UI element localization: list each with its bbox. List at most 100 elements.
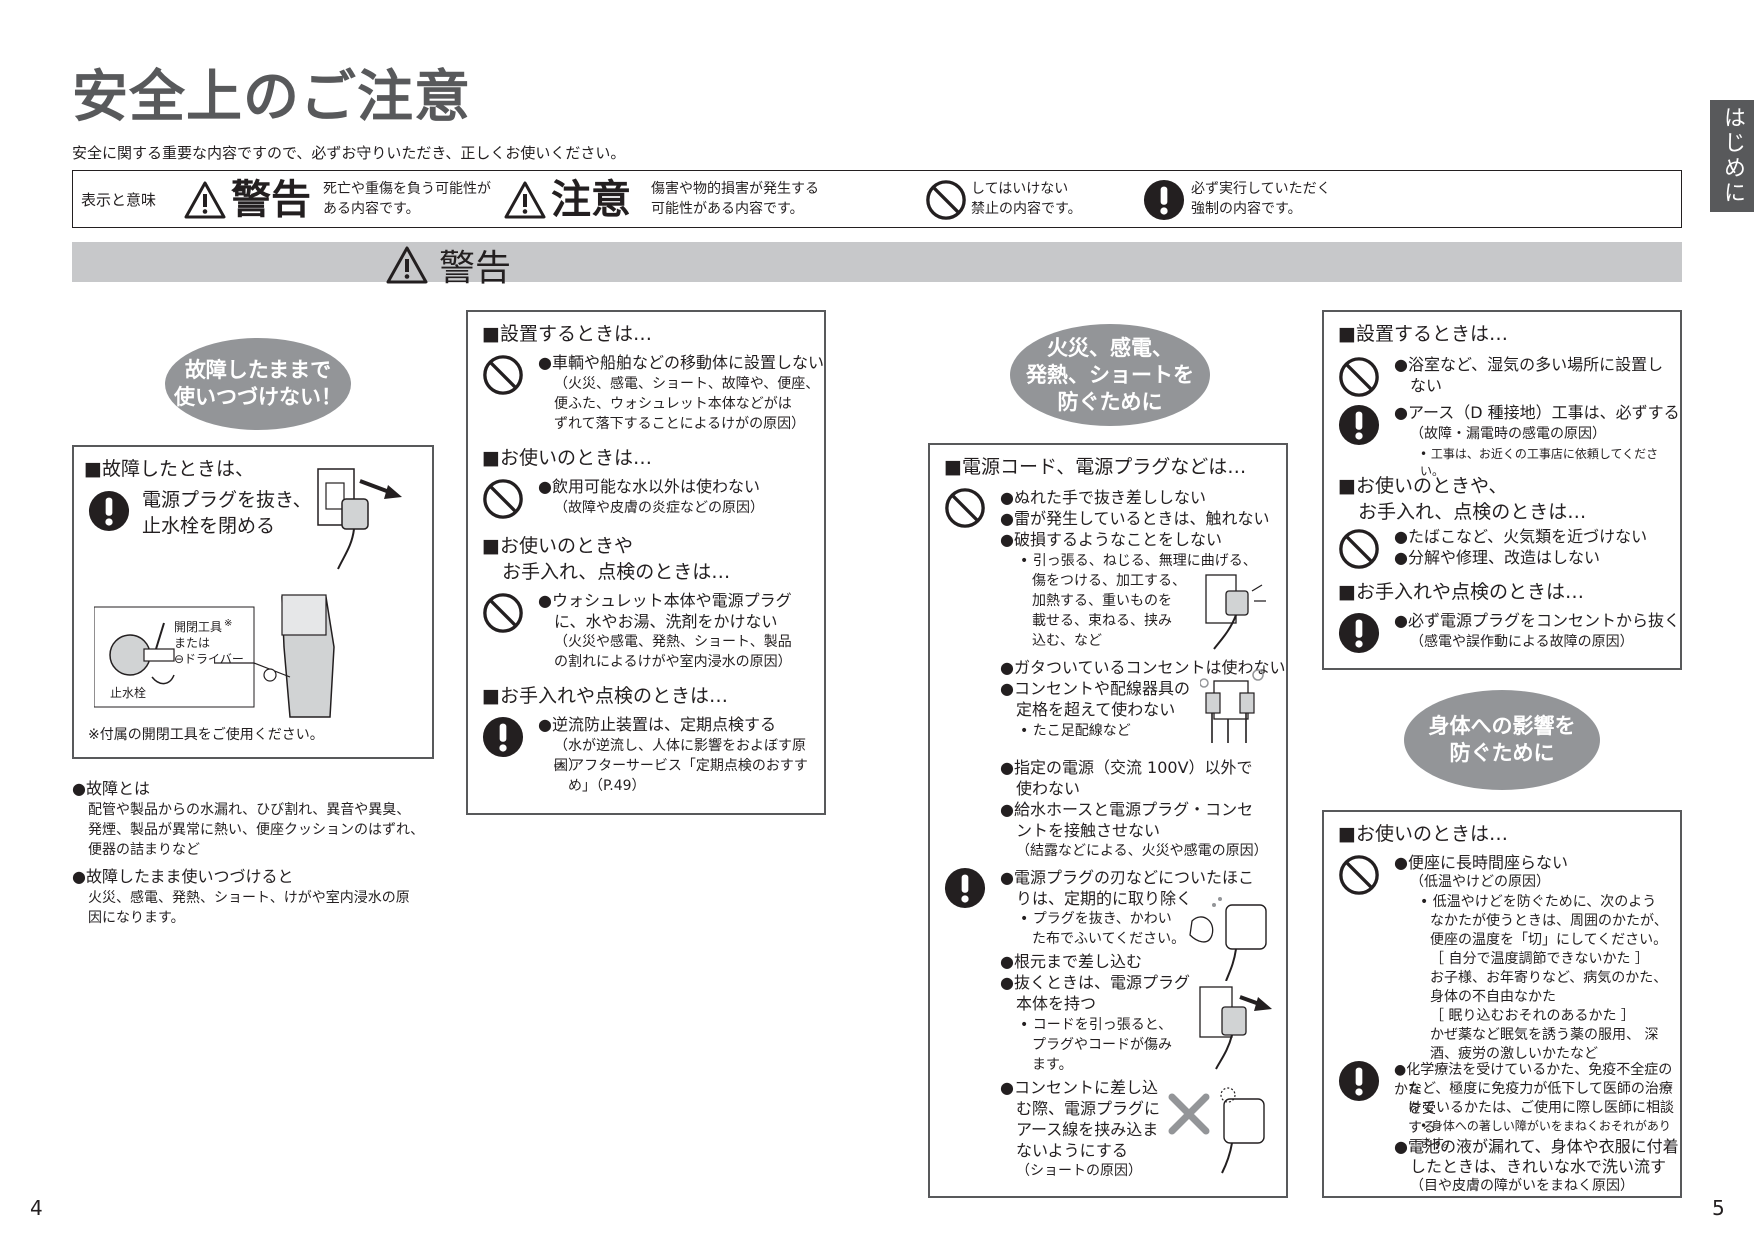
power-d-1: ●電源プラグの刃などについたほこ <box>1000 868 1254 887</box>
failure-box: ■故障したときは、 電源プラグを抜き、 止水栓を閉める 開閉工具 ※ または ⊖… <box>72 445 434 759</box>
section-tab[interactable]: はじめに <box>1710 100 1754 212</box>
power-f-4: ないようにする <box>1016 1141 1128 1160</box>
power-a-note-1: • 引っ張る、ねじる、無理に曲げる、 <box>1020 553 1257 569</box>
power-e-note-2: プラグやコードが傷み <box>1032 1037 1172 1053</box>
power-c-4: ントを接触させない <box>1016 821 1161 840</box>
power-a-3: ●破損するようなことをしない <box>1000 530 1222 549</box>
ground-wire-cross-illustration <box>1168 1087 1265 1174</box>
power-b-3: 定格を超えて使わない <box>1016 700 1176 719</box>
page-number-left: 4 <box>30 1196 43 1220</box>
power-f-note: （ショートの原因） <box>1016 1163 1142 1179</box>
prohibit-icon <box>482 478 524 520</box>
power-f-1: ●コンセントに差し込 <box>1000 1078 1158 1097</box>
topic-oval-failure: 故障したままで使いつづけない！ <box>165 338 351 430</box>
col4-install-item-2: ない <box>1410 376 1443 395</box>
mandatory-icon <box>482 716 524 758</box>
topic-oval-body: 身体への影響を防ぐために <box>1404 690 1600 790</box>
legend-mandatory-desc-2: 強制の内容です。 <box>1191 201 1302 217</box>
power-d-2: りは、定期的に取り除く <box>1016 889 1193 908</box>
col4-seat-note-9: かぜ薬など眠気を誘う薬の服用、 深 <box>1430 1027 1659 1043</box>
col4-install-heading: ■設置するときは… <box>1338 323 1508 345</box>
install-item: ●車輌や船舶などの移動体に設置しない <box>538 353 824 372</box>
prohibit-icon <box>1338 356 1380 398</box>
legend-caution-word: 注意 <box>551 177 631 223</box>
col4-battery-item-1: ●電池の液が漏れて、身体や衣服に付着 <box>1394 1137 1679 1156</box>
legend-warning-desc-2: ある内容です。 <box>323 201 420 217</box>
power-b-2: ●コンセントや配線器具の <box>1000 679 1190 698</box>
legend-warning-desc-1: 死亡や重傷を負う可能性が <box>323 181 491 197</box>
power-cord-box: ■電源コード、電源プラグなどは… ●ぬれた手で抜き差ししない ●雷が発生している… <box>928 443 1288 1198</box>
power-d-note-2: た布でふいてください。 <box>1032 931 1186 947</box>
power-c-note: （結露などによる、火災や感電の原因） <box>1016 843 1268 859</box>
use-care-item-2: に、水やお湯、洗剤をかけない <box>554 612 778 631</box>
use-care-heading-1: ■お使いのときや <box>482 535 633 557</box>
maintenance-note-3: め」（P.49） <box>568 778 646 794</box>
failure-heading: ■故障したときは、 <box>84 458 254 480</box>
legend-caution-desc-2: 可能性がある内容です。 <box>651 201 804 217</box>
use-note: （故障や皮膚の炎症などの原因） <box>554 500 764 516</box>
failure-def-title: ●故障とは <box>72 779 150 798</box>
col4-seat-note-8: ［ 眠り込むおそれのあるかた ］ <box>1430 1008 1635 1024</box>
failure-consequence-title: ●故障したまま使いつづけると <box>72 867 294 886</box>
mandatory-icon <box>1338 1060 1380 1102</box>
maintenance-note-2: ⇨ アフターサービス「定期点検のおすす <box>554 758 808 774</box>
install-note-3: ずれて落下することによるけがの原因） <box>554 416 806 432</box>
col4-medical-sub: • 身体への著しい障がいをまねくおそれがあります。 <box>1420 1119 1671 1150</box>
install-care-box: ■設置するときは… ●浴室など、湿気の多い場所に設置し ない ●アース（D 種接… <box>1322 310 1682 670</box>
legend-mandatory-desc-1: 必ず実行していただく <box>1191 181 1331 197</box>
use-care-note-1: （火災や感電、発熱、ショート、製品 <box>554 634 792 650</box>
prohibit-icon <box>1338 854 1380 896</box>
install-heading: ■設置するときは… <box>482 323 652 345</box>
power-c-2: 使わない <box>1016 779 1081 798</box>
power-c-3: ●給水ホースと電源プラグ・コンセ <box>1000 800 1254 819</box>
fig-label-tool: 開閉工具 <box>174 620 223 634</box>
col4-ground-item: ●アース（D 種接地）工事は、必ずする <box>1394 403 1680 422</box>
col4-maintenance-heading: ■お手入れや点検のときは… <box>1338 581 1584 603</box>
caution-triangle-icon <box>503 180 547 220</box>
col4-care-item-2: ●分解や修理、改造はしない <box>1394 548 1600 567</box>
maintenance-note-1: （水が逆流し、人体に影響をおよぼす原因） <box>554 738 806 774</box>
prohibit-icon <box>1338 528 1380 570</box>
warning-band <box>72 242 1682 282</box>
col4-ground-note: （故障・漏電時の感電の原因） <box>1410 426 1606 442</box>
col4-seat-item: ●便座に長時間座らない <box>1394 853 1568 872</box>
col4-seat-note-4: 便座の温度を「切」にしてください。 <box>1430 932 1668 948</box>
cleaning-plug-illustration <box>1189 897 1267 981</box>
fig-label-valve: 止水栓 <box>110 686 147 700</box>
power-a-1: ●ぬれた手で抜き差ししない <box>1000 488 1206 507</box>
failure-note: ※付属の開閉工具をご使用ください。 <box>88 727 324 743</box>
power-e-note-3: ます。 <box>1032 1057 1073 1073</box>
failure-def-line-2: 発煙、製品が異常に熱い、便座クッションのはずれ、 <box>88 822 425 838</box>
warning-band-title: 警告 <box>385 239 511 291</box>
plug-outlet-illustration <box>317 468 402 570</box>
maintenance-heading: ■お手入れや点検のときは… <box>482 685 728 707</box>
mandatory-icon <box>944 867 986 909</box>
power-f-3: アース線を挟み込ま <box>1016 1120 1159 1139</box>
col4-seat-note-3: なかたが使うときは、周囲のかたが、 <box>1430 913 1668 929</box>
col4-maintenance-note: （感電や誤作動による故障の原因） <box>1410 634 1634 650</box>
power-d-note-1: • プラグを抜き、かわい <box>1020 911 1172 927</box>
mandatory-icon <box>1338 404 1380 446</box>
topic-oval-fire: 火災、感電、発熱、ショートを防ぐために <box>1010 324 1210 426</box>
page-title: 安全上のご注意 <box>72 65 471 130</box>
use-care-item-1: ●ウォシュレット本体や電源プラグ <box>538 591 792 610</box>
mandatory-icon <box>1338 612 1380 654</box>
fig-label-asterisk: ※ <box>224 618 233 629</box>
col4-seat-note-5: ［ 自分で温度調節できないかた ］ <box>1430 951 1649 967</box>
mandatory-icon <box>1143 179 1185 221</box>
warning-triangle-icon <box>183 180 227 220</box>
power-a-note-4: 載せる、束ねる、挟み <box>1032 613 1172 629</box>
power-c-1: ●指定の電源（交流 100V）以外で <box>1000 758 1253 777</box>
prohibit-icon <box>482 592 524 634</box>
power-a-note-3: 加熱する、重いものを <box>1032 593 1172 609</box>
legend-warning-word: 警告 <box>231 177 311 223</box>
failure-consequence-line-1: 火災、感電、発熱、ショート、けがや室内浸水の原 <box>88 890 410 906</box>
col4-body-heading: ■お使いのときは… <box>1338 823 1508 845</box>
col4-seat-note-1: （低温やけどの原因） <box>1410 874 1550 890</box>
use-care-heading-2: お手入れ、点検のときは… <box>502 561 731 583</box>
install-use-box: ■設置するときは… ●車輌や船舶などの移動体に設置しない （火災、感電、ショート… <box>466 310 826 815</box>
legend-prohibit-desc-2: 禁止の内容です。 <box>971 201 1082 217</box>
use-care-note-2: の割れによるけがや室内浸水の原因） <box>554 654 792 670</box>
page-subtitle: 安全に関する重要な内容ですので、必ずお守りいただき、正しくお使いください。 <box>72 144 626 162</box>
warning-band-label: 警告 <box>439 248 512 289</box>
